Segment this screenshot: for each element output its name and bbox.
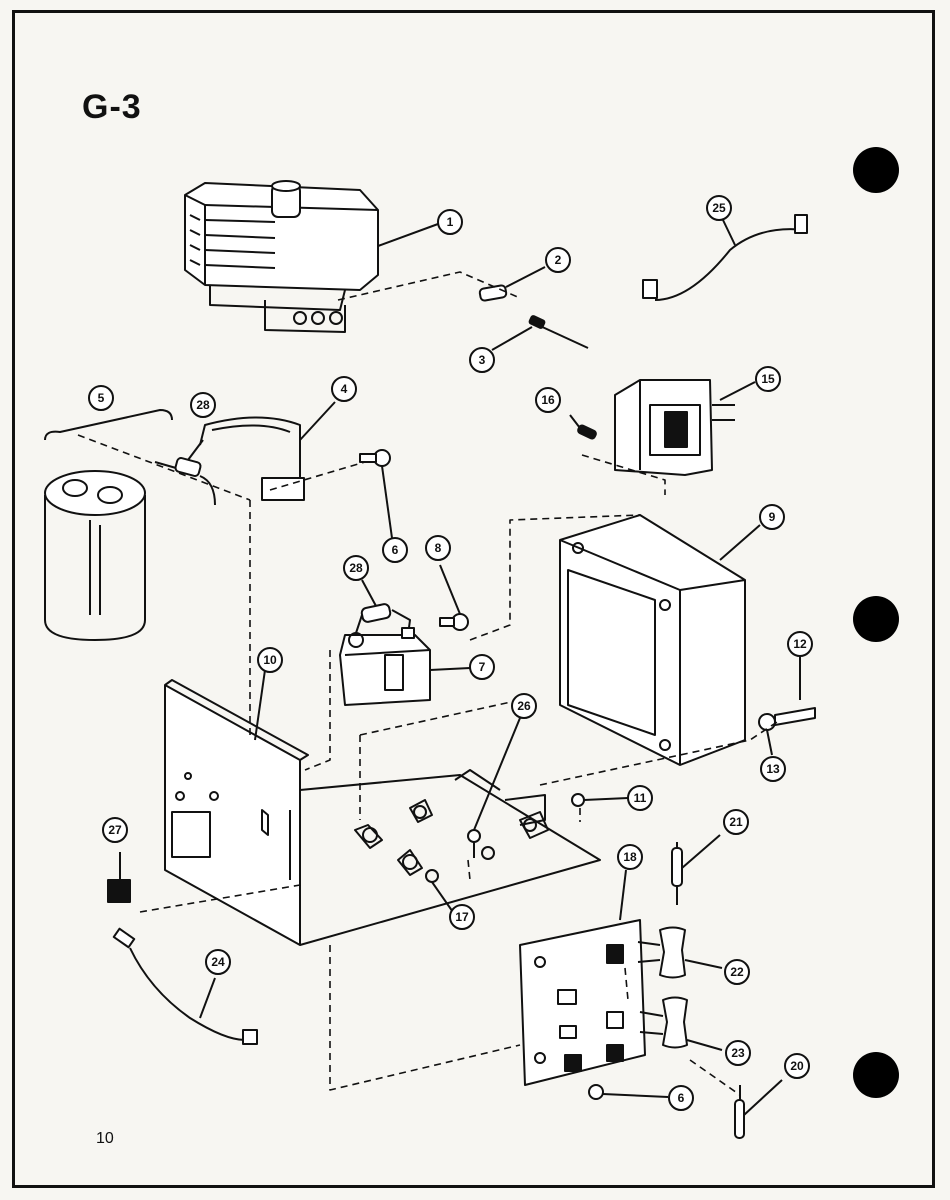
callout-23: 23	[725, 1040, 751, 1066]
svg-text:1: 1	[447, 215, 454, 229]
callout-26: 26	[511, 693, 537, 719]
part-magnetron	[184, 180, 439, 333]
callout-4: 4	[331, 376, 357, 402]
svg-text:2: 2	[555, 253, 562, 267]
svg-text:28: 28	[196, 398, 210, 412]
callout-9: 9	[759, 504, 785, 530]
callout-13: 13	[760, 756, 786, 782]
callout-27: 27	[102, 817, 128, 843]
svg-text:6: 6	[678, 1091, 685, 1105]
svg-text:21: 21	[729, 815, 743, 829]
svg-text:6: 6	[392, 543, 399, 557]
page-border	[12, 10, 935, 1188]
part-thermal-cutout	[478, 266, 589, 351]
part-circuit-board	[519, 869, 646, 1086]
part-rectifier-assembly	[339, 564, 471, 706]
callout-18: 18	[617, 844, 643, 870]
binder-hole-bottom	[853, 1052, 899, 1098]
svg-text:4: 4	[341, 382, 348, 396]
callout-17: 17	[449, 904, 475, 930]
svg-text:17: 17	[455, 910, 469, 924]
page-title: G-3	[82, 88, 142, 126]
callout-6-upper: 6	[382, 537, 408, 563]
part-small-screws	[425, 717, 629, 916]
callout-1: 1	[437, 209, 463, 235]
part-screw-lower	[588, 1084, 669, 1100]
callout-10: 10	[257, 647, 283, 673]
callout-7: 7	[469, 654, 495, 680]
callout-16: 16	[535, 387, 561, 413]
part-transformer	[559, 514, 761, 766]
svg-text:7: 7	[479, 660, 486, 674]
svg-text:28: 28	[349, 561, 363, 575]
part-capacitor	[44, 409, 173, 641]
callout-8: 8	[425, 535, 451, 561]
svg-text:11: 11	[634, 791, 647, 805]
part-noise-filter	[569, 379, 756, 476]
callout-11: 11	[627, 785, 653, 811]
svg-text:3: 3	[479, 353, 486, 367]
svg-text:8: 8	[435, 541, 442, 555]
svg-text:5: 5	[98, 391, 105, 405]
svg-text:20: 20	[790, 1059, 804, 1073]
svg-text:12: 12	[793, 637, 807, 651]
svg-text:26: 26	[517, 699, 531, 713]
callout-5: 5	[88, 385, 114, 411]
assembly-lines	[77, 271, 781, 1096]
svg-text:9: 9	[769, 510, 776, 524]
part-bolt-washer	[758, 655, 816, 756]
part-screw-upper	[359, 449, 393, 539]
callout-15: 15	[755, 366, 781, 392]
callout-3: 3	[469, 347, 495, 373]
callout-24: 24	[205, 949, 231, 975]
svg-text:25: 25	[712, 201, 726, 215]
svg-text:10: 10	[263, 653, 277, 667]
page-number: 10	[96, 1130, 114, 1147]
part-wire-lead-left	[112, 927, 258, 1045]
svg-text:23: 23	[731, 1046, 745, 1060]
callout-12: 12	[787, 631, 813, 657]
part-diode-upper	[154, 439, 216, 506]
part-wire-lead-right	[642, 214, 808, 301]
svg-text:27: 27	[108, 823, 122, 837]
part-fuses	[637, 834, 783, 1139]
callout-markers: 1 2 3 4 5 28 6 8 28 7 10 26 27 11 17 16 …	[88, 195, 813, 1111]
svg-text:16: 16	[541, 393, 555, 407]
svg-text:22: 22	[730, 965, 744, 979]
part-capacitor-bracket	[199, 401, 336, 501]
part-base-plate	[164, 669, 601, 946]
binder-hole-top	[853, 147, 899, 193]
svg-text:13: 13	[766, 762, 780, 776]
callout-2: 2	[545, 247, 571, 273]
svg-text:24: 24	[211, 955, 225, 969]
part-switch	[107, 852, 131, 903]
callout-25: 25	[706, 195, 732, 221]
callout-28-upper: 28	[190, 392, 216, 418]
callout-28-lower: 28	[343, 555, 369, 581]
svg-text:18: 18	[623, 850, 637, 864]
callout-6-lower: 6	[668, 1085, 694, 1111]
svg-text:15: 15	[761, 372, 775, 386]
callout-20: 20	[784, 1053, 810, 1079]
binder-hole-middle	[853, 596, 899, 642]
callout-22: 22	[724, 959, 750, 985]
callout-21: 21	[723, 809, 749, 835]
